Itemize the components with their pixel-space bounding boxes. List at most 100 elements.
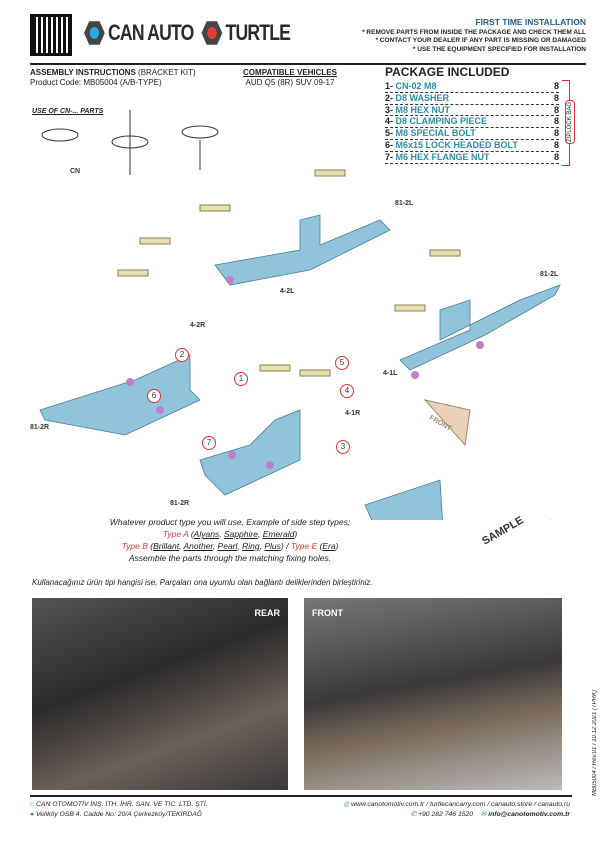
clamp-piece <box>117 269 149 277</box>
front-arrow <box>423 399 471 447</box>
compatible-title: COMPATIBLE VEHICLES <box>243 68 337 77</box>
item-qty: 8 <box>553 81 559 91</box>
model: Brillant <box>153 541 180 551</box>
model: Pearl <box>217 541 238 551</box>
clamp-piece <box>199 204 231 212</box>
type-e: Type E <box>290 541 318 551</box>
can-auto-hex-icon <box>84 21 105 45</box>
phone[interactable]: +90 282 746 1520 <box>418 811 474 818</box>
front-photo: FRONT <box>304 598 562 790</box>
type-b: Type B <box>121 541 148 551</box>
company-name: CAN OTOMOTİV İNŞ. İTH. İHR. SAN. VE TİC.… <box>36 801 208 808</box>
websites[interactable]: www.canotomotiv.com.tr / turtlecancarry.… <box>351 801 570 808</box>
model: Sapphire <box>223 529 258 539</box>
type-a: Type A <box>162 529 189 539</box>
part-label: 81-2R <box>30 424 50 431</box>
clamp-piece <box>429 249 461 257</box>
footer-right: ◎ www.canotomotiv.com.tr / turtlecancarr… <box>343 800 570 820</box>
turtle-hex-icon <box>201 21 223 45</box>
assembly-suffix: (BRACKET KIT) <box>138 68 196 77</box>
brand-turtle: TURTLE <box>225 20 291 45</box>
item-number: 1- <box>385 81 394 91</box>
item-name: D8 CLAMPING PIECE <box>395 116 488 127</box>
item-name: M8 SPECIAL BOLT <box>395 128 476 139</box>
assembly-diagram <box>39 110 561 520</box>
model: Another <box>183 541 213 551</box>
location-icon: ● <box>30 811 35 818</box>
bracket-4-2r <box>39 354 201 436</box>
rear-photo: REAR <box>32 598 288 790</box>
item-number: 7- <box>385 151 394 162</box>
brand-can-auto: CAN AUTO <box>108 20 194 45</box>
item-name: D8 WASHER <box>395 92 450 103</box>
item-name: M6 HEX FLANGE NUT <box>395 151 490 162</box>
clamp-piece <box>299 369 331 377</box>
item-qty: 8 <box>553 92 559 103</box>
home-icon: ⌂ <box>30 801 35 808</box>
footer-left: ⌂ CAN OTOMOTİV İNŞ. İTH. İHR. SAN. VE Tİ… <box>30 800 208 820</box>
note: * USE THE EQUIPMENT SPECIFIED FOR INSTAL… <box>412 45 586 53</box>
clamp-piece <box>314 169 346 177</box>
vehicle: AUD Q5 (8R) SUV 09-17 <box>245 78 335 87</box>
item-name: M6x15 LOCK HEADED BOLT <box>395 139 518 150</box>
note: * CONTACT YOUR DEALER IF ANY PART IS MIS… <box>375 37 586 44</box>
revision-text: MB05004 / Rev.01 / 10.12.2021 (TPRK) <box>592 690 598 796</box>
part-label: 81-2L <box>395 200 414 207</box>
part-label: 4-1L <box>383 370 398 377</box>
header-divider <box>30 63 586 65</box>
item-number: 2- <box>385 92 394 103</box>
callout-5: 5 <box>335 356 349 370</box>
part-label: 81-2L <box>540 271 559 278</box>
first-time-installation: FIRST TIME INSTALLATION * REMOVE PARTS F… <box>362 18 586 54</box>
sample-bracket <box>364 479 443 520</box>
rear-label: REAR <box>254 608 280 618</box>
item-number: 4- <box>385 116 394 127</box>
cn-label: CN <box>70 168 81 175</box>
item-qty: 8 <box>553 116 559 127</box>
item-number: 6- <box>385 139 394 150</box>
brand-logo: CAN AUTO TURTLE <box>84 20 291 46</box>
item-number: 3- <box>385 104 394 115</box>
clamp-piece <box>259 364 291 372</box>
callout-4: 4 <box>340 384 354 398</box>
instructions-text: Whatever product type you will use, Exam… <box>60 516 400 564</box>
qr-code <box>30 14 72 56</box>
assembly-info: ASSEMBLY INSTRUCTIONS (BRACKET KIT) Prod… <box>30 68 196 88</box>
email[interactable]: info@canotomotiv.com.tr <box>488 811 570 818</box>
assembly-title: ASSEMBLY INSTRUCTIONS <box>30 68 136 77</box>
model: Ring <box>242 541 260 551</box>
first-time-title: FIRST TIME INSTALLATION <box>475 17 586 27</box>
model: Emerald <box>262 529 295 539</box>
callout-7: 7 <box>202 436 216 450</box>
cn-part-illustration <box>181 125 219 139</box>
item-number: 5- <box>385 128 394 139</box>
model: Alyans <box>193 529 220 539</box>
part-label: 4-2R <box>190 322 206 329</box>
model: Era <box>322 541 336 551</box>
email-icon: ✉ <box>480 811 487 818</box>
callout-6: 6 <box>147 389 161 403</box>
bracket-4-2l <box>214 214 391 286</box>
instruction-line: Assemble the parts through the matching … <box>128 553 332 563</box>
package-item: 4- D8 CLAMPING PIECE 8 <box>385 116 559 129</box>
callout-2: 2 <box>175 348 189 362</box>
turkish-instruction: Kullanacağınız ürün tipi hangisi ise, Pa… <box>32 578 373 587</box>
package-title: PACKAGE INCLUDED <box>385 65 510 79</box>
use-of-cn-title: USE OF CN-... PARTS <box>32 108 104 115</box>
item-qty: 8 <box>553 104 559 115</box>
part-label: 81-2R <box>170 500 190 507</box>
globe-icon: ◎ <box>343 801 350 808</box>
cn-part-illustration <box>41 128 79 142</box>
bracket-4-1r <box>199 409 301 496</box>
clamp-piece <box>139 237 171 245</box>
footer-divider <box>30 795 572 797</box>
bracket-4-1l <box>399 284 561 371</box>
callout-1: 1 <box>234 372 248 386</box>
phone-icon: ✆ <box>410 811 417 818</box>
note: * REMOVE PARTS FROM INSIDE THE PACKAGE A… <box>362 28 586 36</box>
